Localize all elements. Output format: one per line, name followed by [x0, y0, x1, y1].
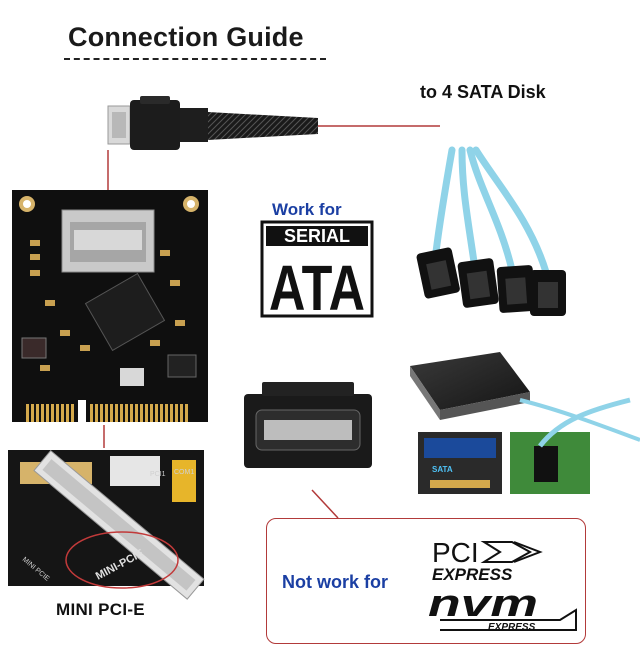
ssd-photo-left: SATA: [418, 432, 502, 494]
motherboard-pci-label: PCI1: [150, 471, 166, 478]
page-title: Connection Guide: [68, 22, 304, 52]
sata-disk-label: to 4 SATA Disk: [420, 82, 546, 102]
nvm-express-logo: nvm EXPRESS: [428, 583, 577, 633]
mini-pcie-adapter-board: [12, 190, 208, 424]
sata-ssd: [410, 352, 640, 442]
serial-ata-logo: SERIAL ATA: [260, 220, 374, 324]
motherboard-com-label: COM1: [174, 469, 194, 476]
nvm-text: nvm: [428, 583, 538, 625]
pci-logo-text: PCI: [432, 537, 479, 568]
pci-express-text: EXPRESS: [432, 565, 513, 584]
pci-express-logo: PCI EXPRESS: [432, 537, 543, 584]
work-for-label: Work for: [272, 200, 342, 219]
sff8654-receptacle: [244, 382, 372, 468]
motherboard-photo: MINI-PCIE MINI PCIE PCI1 COM1: [8, 449, 205, 600]
serial-ata-text-bottom: ATA: [269, 252, 365, 324]
not-work-for-label: Not work for: [282, 572, 388, 592]
mini-pcie-label: MINI PCI-E: [56, 600, 145, 619]
title-underline: [64, 58, 326, 60]
not-work-box: [266, 518, 586, 644]
sata-breakout-cables: [432, 146, 550, 276]
serial-ata-text-top: SERIAL: [284, 226, 350, 246]
sata-plugs: [416, 247, 566, 316]
ssd-sata-label: SATA: [432, 465, 453, 474]
nvm-express-text: EXPRESS: [488, 622, 536, 633]
ssd-photo-right: [510, 397, 631, 494]
sff8654-cable-plug: [107, 96, 318, 150]
